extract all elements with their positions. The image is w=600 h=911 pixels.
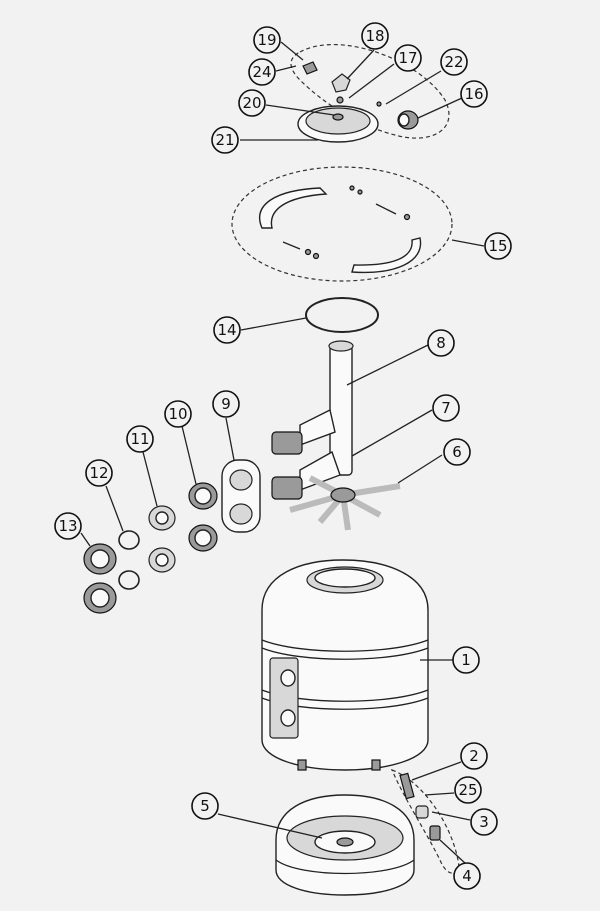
callout-10-label: 10 <box>168 405 187 423</box>
callout-12: 12 <box>85 459 113 487</box>
callout-5-label: 5 <box>200 797 210 815</box>
callout-17-label: 17 <box>398 49 417 67</box>
union-rings <box>188 482 218 552</box>
callout-24: 24 <box>248 58 276 86</box>
callout-14-label: 14 <box>217 321 236 339</box>
callout-5: 5 <box>191 792 219 820</box>
callout-6: 6 <box>443 438 471 466</box>
callout-15: 15 <box>484 232 512 260</box>
callout-11: 11 <box>126 425 154 453</box>
callout-21: 21 <box>211 126 239 154</box>
callout-20-label: 20 <box>242 94 261 112</box>
callout-11-label: 11 <box>130 430 149 448</box>
callout-10: 10 <box>164 400 192 428</box>
o-ring <box>305 297 379 333</box>
callout-22-label: 22 <box>444 53 463 71</box>
leader-lines <box>80 41 485 865</box>
callout-8: 8 <box>427 329 455 357</box>
clamp-assembly-group <box>231 166 453 282</box>
callout-13: 13 <box>54 512 82 540</box>
callout-16-label: 16 <box>464 85 483 103</box>
callout-16: 16 <box>460 80 488 108</box>
callout-22: 22 <box>440 48 468 76</box>
callout-6-label: 6 <box>452 443 462 461</box>
callout-21-label: 21 <box>215 131 234 149</box>
callout-4-label: 4 <box>462 867 472 885</box>
callout-4: 4 <box>453 862 481 890</box>
filter-tank <box>261 559 429 771</box>
callout-2: 2 <box>460 742 488 770</box>
callout-3: 3 <box>470 808 498 836</box>
callout-25: 25 <box>454 776 482 804</box>
callout-25-label: 25 <box>458 781 477 799</box>
small-o-rings <box>118 530 140 590</box>
callout-2-label: 2 <box>469 747 479 765</box>
flange-gasket <box>221 459 261 533</box>
lid-assembly-group <box>290 44 450 143</box>
callout-20: 20 <box>238 89 266 117</box>
tank-base <box>275 794 415 896</box>
callout-12-label: 12 <box>89 464 108 482</box>
washers <box>148 505 176 573</box>
callout-7: 7 <box>432 394 460 422</box>
union-connectors <box>83 543 117 614</box>
callout-3-label: 3 <box>479 813 489 831</box>
callout-14: 14 <box>213 316 241 344</box>
callout-9: 9 <box>212 390 240 418</box>
callout-13-label: 13 <box>58 517 77 535</box>
callout-7-label: 7 <box>441 399 451 417</box>
callout-1-label: 1 <box>461 651 471 669</box>
callout-18: 18 <box>361 22 389 50</box>
callout-17: 17 <box>394 44 422 72</box>
callout-1: 1 <box>452 646 480 674</box>
drain-assembly <box>390 768 460 874</box>
callout-15-label: 15 <box>488 237 507 255</box>
callout-18-label: 18 <box>365 27 384 45</box>
callout-19-label: 19 <box>257 31 276 49</box>
callout-19: 19 <box>253 26 281 54</box>
internal-pipe-assembly <box>271 340 401 531</box>
callout-8-label: 8 <box>436 334 446 352</box>
callout-24-label: 24 <box>252 63 271 81</box>
callout-9-label: 9 <box>221 395 231 413</box>
